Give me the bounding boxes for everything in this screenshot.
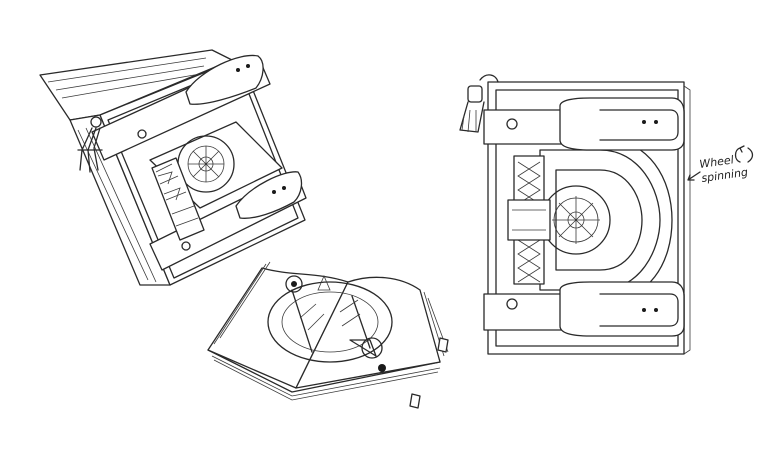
annotation-line-2: spinning bbox=[701, 166, 749, 185]
pointer-arrow-icon bbox=[687, 171, 701, 181]
tilted-closed-book bbox=[39, 49, 307, 286]
wheel-spinning-annotation: Wheel spinning bbox=[687, 145, 754, 185]
annotation-line-1: Wheel bbox=[699, 153, 735, 171]
rotation-arrow-icon bbox=[734, 145, 754, 163]
open-book bbox=[207, 261, 449, 409]
front-view-book bbox=[459, 74, 691, 355]
